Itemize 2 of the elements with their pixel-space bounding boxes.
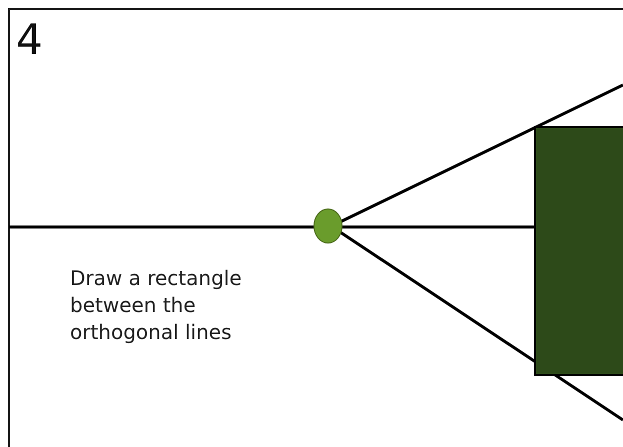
- instruction-text: Draw a rectangle between the orthogonal lines: [70, 265, 243, 346]
- step-number: 4: [16, 18, 43, 62]
